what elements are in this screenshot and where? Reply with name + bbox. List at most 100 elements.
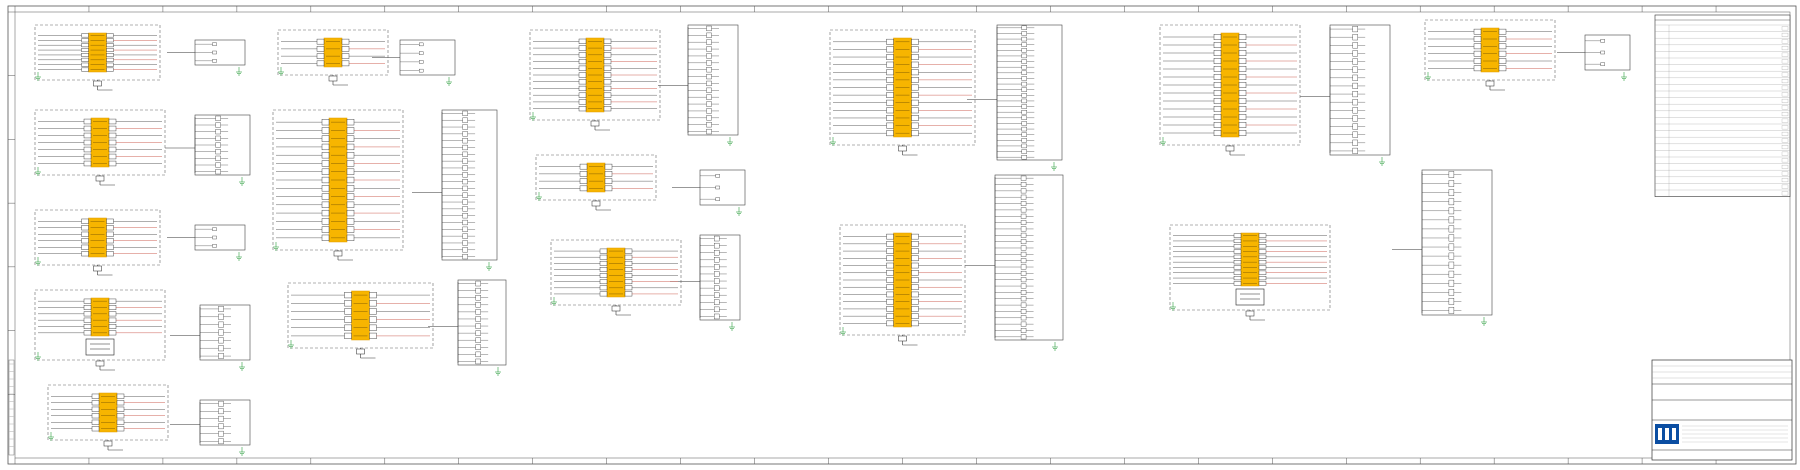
legend-ref-box: [1781, 72, 1789, 77]
terminal-cell: [106, 225, 114, 231]
terminal-cell: [603, 92, 612, 98]
strip-terminal: [1020, 270, 1027, 276]
terminal-cell: [886, 61, 894, 68]
cable-gland: [611, 305, 621, 312]
strip-terminal: [1020, 232, 1027, 238]
terminal-strip-ih_2: [994, 174, 1064, 351]
terminal-cell: [106, 238, 114, 244]
junction-box-if_2: [699, 169, 746, 216]
terminal-cell: [106, 43, 114, 48]
terminal-cell: [603, 79, 612, 85]
terminal-cell: [321, 176, 330, 184]
terminal-cell: [346, 185, 355, 192]
strip-terminal: [218, 306, 224, 312]
terminal-cell: [624, 291, 633, 297]
terminal-cell: [1258, 281, 1267, 286]
cable-gland: [356, 348, 365, 355]
terminal-cell: [106, 57, 114, 62]
cable-gland: [93, 80, 102, 87]
terminal-cell: [911, 99, 919, 106]
terminal-cell: [346, 234, 355, 241]
terminal-cell: [599, 254, 608, 260]
terminal-block-ia_5: [47, 384, 169, 447]
terminal-cell: [321, 218, 330, 225]
strip-terminal: [1020, 264, 1027, 270]
terminal-cell: [624, 285, 633, 291]
terminal-cell: [579, 163, 588, 170]
terminal-cell: [1498, 43, 1507, 50]
terminal-cell: [1238, 121, 1247, 128]
ground-icon: [273, 242, 279, 251]
strip-terminal: [706, 67, 712, 73]
terminal-cell: [106, 231, 114, 237]
box-terminal: [715, 174, 720, 178]
cable-gland: [1245, 310, 1255, 317]
terminal-strip-if_1: [687, 24, 739, 146]
terminal-cell: [321, 193, 330, 200]
terminal-cell: [346, 218, 355, 225]
terminal-cell: [886, 248, 894, 254]
strip-terminal: [475, 316, 481, 322]
strip-terminal: [462, 144, 468, 151]
terminal-cell: [346, 209, 355, 217]
strip-terminal: [215, 135, 221, 141]
terminal-cell: [108, 311, 117, 317]
terminal-cell: [599, 279, 608, 285]
strip-terminal: [1352, 115, 1358, 122]
terminal-cell: [321, 127, 330, 134]
terminal-cell: [341, 60, 350, 67]
terminal-cell: [321, 209, 330, 217]
terminal-cell: [108, 132, 117, 139]
strip-terminal: [1021, 93, 1027, 98]
strip-terminal: [1352, 82, 1358, 89]
terminal-cell: [1213, 129, 1222, 136]
terminal-cell: [346, 168, 355, 175]
strip-terminal: [462, 233, 468, 239]
terminal-cell: [1233, 238, 1242, 244]
strip-terminal: [714, 299, 720, 305]
legend-ref-box: [1781, 98, 1789, 103]
terminal-cell: [603, 106, 612, 112]
terminal-cell: [886, 277, 894, 283]
strip-terminal: [462, 206, 468, 212]
terminal-cell: [83, 330, 92, 336]
terminal-cell: [911, 92, 919, 98]
dashed-enclosure: [47, 384, 169, 441]
terminal-cell: [91, 413, 100, 419]
strip-terminal: [462, 192, 468, 198]
box-terminal: [1600, 62, 1605, 66]
strip-terminal: [475, 309, 481, 315]
terminal-cell: [578, 58, 587, 65]
outer-border: [7, 5, 1797, 465]
strip-terminal: [1020, 290, 1027, 295]
terminal-cell: [108, 118, 117, 125]
strip-terminal: [1020, 175, 1027, 181]
terminal-cell: [1238, 81, 1247, 88]
terminal-cell: [346, 193, 355, 200]
strip-terminal: [1352, 139, 1358, 146]
strip-terminal: [1021, 76, 1027, 81]
strip-terminal: [218, 329, 224, 336]
strip-terminal: [1448, 261, 1455, 269]
legend-ref-box: [1781, 164, 1789, 169]
ground-icon: [729, 322, 735, 331]
box-terminal: [715, 197, 720, 201]
strip-terminal: [1021, 138, 1027, 143]
strip-terminal: [714, 278, 720, 284]
terminal-cell: [316, 60, 325, 67]
strip-terminal: [706, 25, 712, 32]
terminal-cell: [321, 143, 330, 151]
terminal-cell: [108, 139, 117, 146]
strip-terminal: [462, 138, 468, 144]
terminal-cell: [1473, 58, 1482, 64]
terminal-cell: [1238, 42, 1247, 49]
terminal-cell: [106, 48, 114, 52]
terminal-cell: [116, 406, 125, 412]
junction-box-id_1: [399, 39, 456, 86]
strip-terminal: [462, 185, 468, 191]
terminal-cell: [1238, 50, 1247, 57]
terminal-cell: [81, 67, 89, 72]
dashed-enclosure: [1159, 24, 1301, 146]
strip-terminal: [1020, 321, 1027, 327]
terminal-cell: [1258, 275, 1267, 281]
